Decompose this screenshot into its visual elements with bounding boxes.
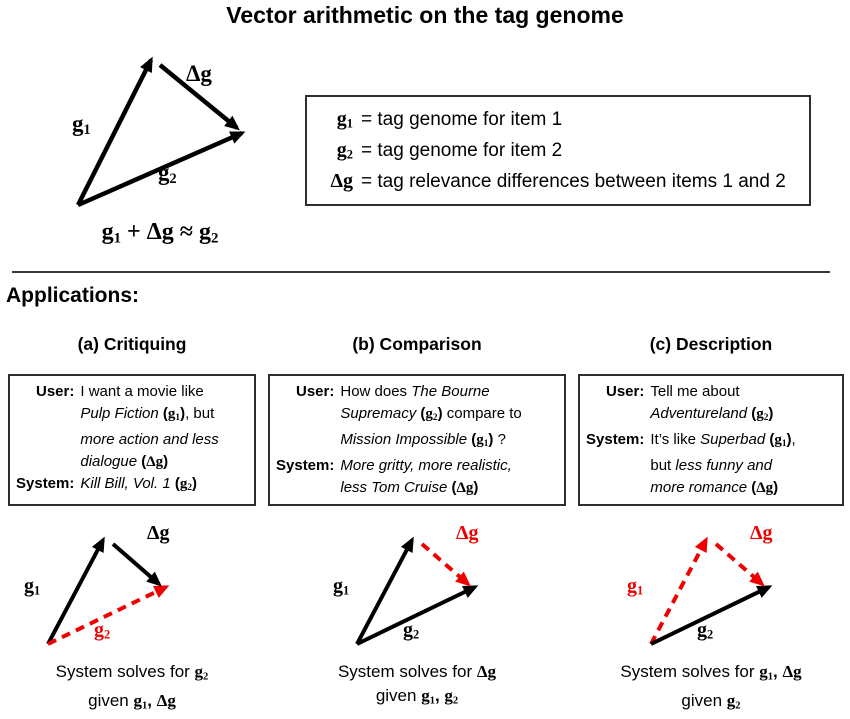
g1-label: g1 bbox=[333, 575, 350, 598]
delta-g-label: Δg bbox=[456, 522, 479, 545]
legend-definition: = tag genome for item 1 bbox=[361, 109, 563, 131]
legend-box: g1 = tag genome for item 1 g2 = tag geno… bbox=[305, 95, 811, 206]
user-speaker-label: User: bbox=[36, 383, 75, 400]
vector-diagram-comparison: g1 Δg g2 bbox=[327, 522, 507, 654]
g2-label: g2 bbox=[94, 619, 111, 642]
column-heading-comparison: (b) Comparison bbox=[352, 334, 482, 354]
vector-equation: g1 + Δg ≈ g2 bbox=[101, 219, 219, 247]
g1-arrow bbox=[75, 56, 154, 207]
vector-diagram-critiquing: g1 Δg g2 bbox=[18, 522, 198, 654]
g1-arrow bbox=[649, 536, 708, 645]
legend-row: Δg = tag relevance differences between i… bbox=[317, 170, 799, 193]
legend-row: g1 = tag genome for item 1 bbox=[317, 108, 799, 132]
legend-symbol-g1: g1 bbox=[336, 108, 353, 132]
g2-label: g2 bbox=[697, 619, 714, 642]
g1-label: g1 bbox=[24, 575, 41, 598]
system-speaker-label: System: bbox=[586, 431, 645, 449]
system-dialog-text: More gritty, more realistic,less Tom Cru… bbox=[340, 457, 512, 497]
legend-definition: = tag genome for item 2 bbox=[361, 139, 563, 161]
application-column-comparison: (b) Comparison User: How does The Bourne… bbox=[268, 334, 566, 719]
legend-definition: = tag relevance differences between item… bbox=[361, 170, 786, 192]
g1-arrow bbox=[355, 536, 414, 645]
legend-symbol-delta-g: Δg bbox=[330, 169, 353, 192]
g1-label: g1 bbox=[627, 575, 644, 598]
g1-label: g1 bbox=[72, 111, 91, 139]
section-divider bbox=[12, 271, 830, 273]
g2-label: g2 bbox=[158, 160, 177, 188]
delta-g-arrow bbox=[158, 63, 240, 131]
overview-vector-diagram: g1 Δg g2 bbox=[40, 40, 280, 218]
vector-diagram-description: g1 Δg g2 bbox=[621, 522, 801, 654]
system-speaker-label: System: bbox=[16, 475, 75, 493]
applications-heading: Applications: bbox=[6, 284, 140, 307]
delta-g-label: Δg bbox=[750, 522, 773, 545]
g2-label: g2 bbox=[403, 619, 420, 642]
g2-arrow bbox=[650, 585, 773, 646]
legend-row: g2 = tag genome for item 2 bbox=[317, 139, 799, 163]
g2-arrow bbox=[47, 585, 170, 646]
delta-g-arrow bbox=[420, 542, 471, 587]
g1-arrow bbox=[46, 536, 105, 645]
user-speaker-label: User: bbox=[296, 383, 335, 400]
column-heading-critiquing: (a) Critiquing bbox=[77, 334, 187, 354]
delta-g-arrow bbox=[714, 542, 765, 587]
system-speaker-label: System: bbox=[276, 457, 335, 475]
applications-columns: (a) Critiquing User: I want a movie like… bbox=[8, 334, 844, 719]
column-heading-description: (c) Description bbox=[649, 334, 773, 354]
g2-arrow bbox=[77, 130, 246, 208]
application-column-critiquing: (a) Critiquing User: I want a movie like… bbox=[8, 334, 256, 719]
figure-title: Vector arithmetic on the tag genome bbox=[226, 2, 624, 28]
g2-arrow bbox=[356, 585, 479, 646]
system-dialog-text: Kill Bill, Vol. 1 (g2) bbox=[80, 475, 197, 494]
user-speaker-label: User: bbox=[606, 383, 645, 400]
delta-g-label: Δg bbox=[186, 61, 212, 86]
system-dialog-text: It’s like Superbad (g1),but less funny a… bbox=[650, 431, 796, 497]
delta-g-arrow bbox=[111, 542, 162, 587]
legend-symbol-g2: g2 bbox=[336, 138, 353, 162]
delta-g-label: Δg bbox=[147, 522, 170, 545]
